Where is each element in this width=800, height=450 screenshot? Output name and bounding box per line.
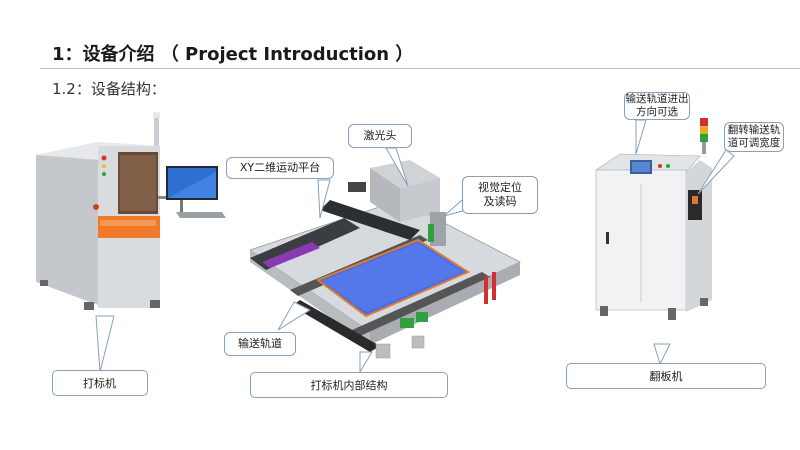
page-title: 1：设备介绍 （ Project Introduction ） xyxy=(52,44,414,65)
marker-machine-illustration xyxy=(36,112,226,310)
internal-structure-illustration xyxy=(249,160,521,359)
callout-vision-positioning: 视觉定位及读码 xyxy=(462,176,538,214)
title-divider xyxy=(40,68,800,69)
internal-structure-caption: 打标机内部结构 xyxy=(250,372,448,398)
callout-xy-platform: XY二维运动平台 xyxy=(226,157,334,179)
marker-machine-caption: 打标机 xyxy=(52,370,148,396)
callout-laser-head: 激光头 xyxy=(348,124,412,148)
callout-conveyor-rail: 输送轨道 xyxy=(224,332,296,356)
callout-rail-direction: 输送轨道进出方向可选 xyxy=(624,92,690,120)
flipper-caption: 翻板机 xyxy=(566,363,766,389)
section-subtitle: 1.2：设备结构： xyxy=(52,80,166,98)
flipper-illustration xyxy=(595,118,712,320)
callout-flip-rail-width: 翻转输送轨道可调宽度 xyxy=(724,122,784,152)
